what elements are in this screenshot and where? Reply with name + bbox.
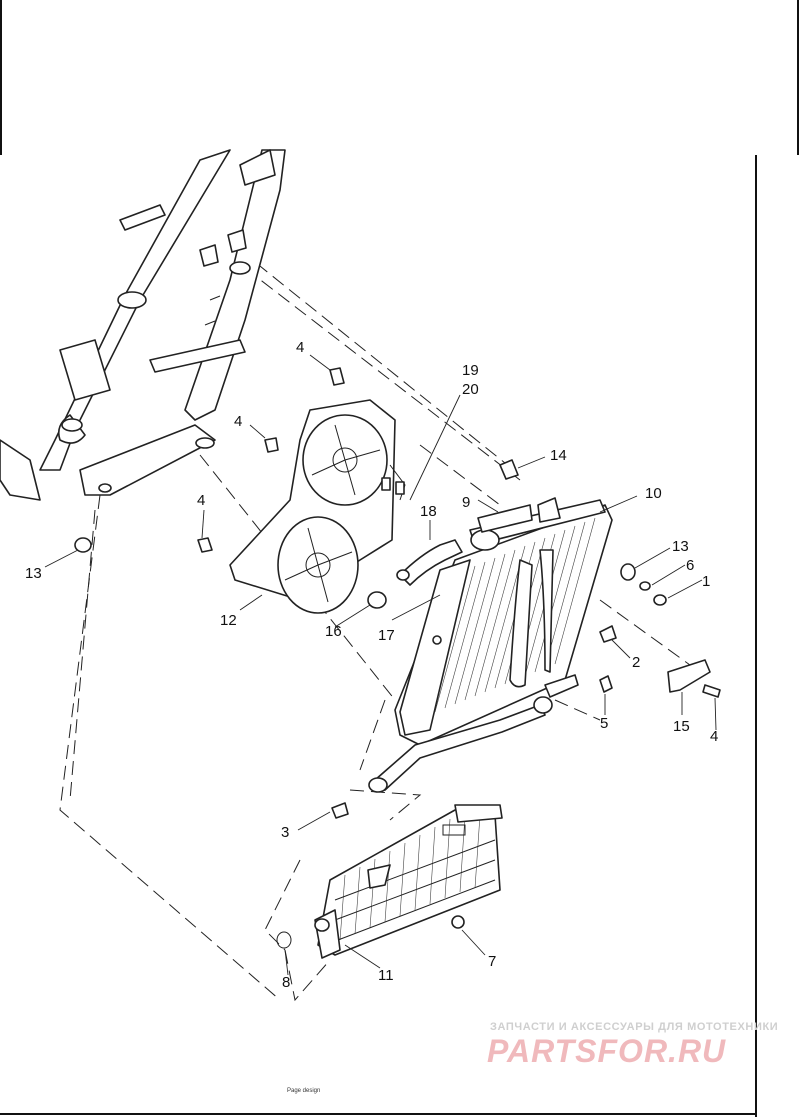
nut-1 <box>653 594 667 606</box>
callout-15: 15 <box>673 718 690 735</box>
callout-16: 16 <box>325 623 342 640</box>
screw-2 <box>599 625 617 643</box>
assembly-guide-lines <box>59 249 691 1002</box>
callout-7: 7 <box>488 953 496 970</box>
grommet-13-right <box>620 563 636 581</box>
callout-4-mid: 4 <box>234 413 242 430</box>
callout-12: 12 <box>220 612 237 629</box>
oring-8 <box>276 931 292 949</box>
callout-18: 18 <box>420 503 437 520</box>
fan-assembly <box>229 399 406 614</box>
frame-border-right <box>755 155 757 1117</box>
callout-4-right: 4 <box>710 728 718 745</box>
callout-4-top: 4 <box>296 339 304 356</box>
screw-4-left <box>197 537 213 553</box>
bracket-15 <box>667 659 711 693</box>
frame-chassis <box>0 149 286 501</box>
callout-5: 5 <box>600 715 608 732</box>
callout-9: 9 <box>462 494 470 511</box>
frame-border-left-top <box>0 0 2 155</box>
callout-6: 6 <box>686 557 694 574</box>
grommet-13-left <box>74 537 92 553</box>
watermark-brand: PARTSFOR.RU <box>487 1033 727 1069</box>
callout-labels: 4 19 20 4 14 9 10 4 18 13 6 13 1 12 16 1… <box>25 339 718 991</box>
hose-lower <box>368 674 579 793</box>
callout-4-left: 4 <box>197 492 205 509</box>
screw-5 <box>599 675 613 693</box>
spacer-14 <box>499 459 519 480</box>
callout-17: 17 <box>378 627 395 644</box>
frame-border-bottom <box>0 1113 757 1115</box>
callout-13-right: 13 <box>672 538 689 555</box>
hardware <box>74 367 721 949</box>
callout-10: 10 <box>645 485 662 502</box>
screw-4-top <box>329 367 345 386</box>
screw-4-right <box>702 684 721 698</box>
frame-border-right-top <box>797 0 799 155</box>
bracket-9 <box>477 504 533 533</box>
callout-20: 20 <box>462 381 479 398</box>
callout-14: 14 <box>550 447 567 464</box>
callout-1: 1 <box>702 573 710 590</box>
radiator <box>394 497 613 746</box>
callout-11: 11 <box>378 967 394 984</box>
grommet-16 <box>367 591 387 609</box>
screw-4-mid <box>264 437 279 453</box>
oil-cooler <box>314 804 503 959</box>
nut-7 <box>451 915 465 929</box>
leader-lines <box>44 354 717 976</box>
callout-3: 3 <box>281 824 289 841</box>
hose-upper <box>396 539 463 586</box>
screw-3 <box>331 802 349 819</box>
watermark-tagline: ЗАПЧАСТИ И АКСЕССУАРЫ ДЛЯ МОТОТЕХНИКИ <box>490 1021 779 1033</box>
callout-19: 19 <box>462 362 479 379</box>
footer-note: Page design <box>287 1088 321 1094</box>
callout-13-left: 13 <box>25 565 42 582</box>
callout-2: 2 <box>632 654 640 671</box>
callout-8: 8 <box>282 974 290 991</box>
washer-6 <box>639 581 651 591</box>
